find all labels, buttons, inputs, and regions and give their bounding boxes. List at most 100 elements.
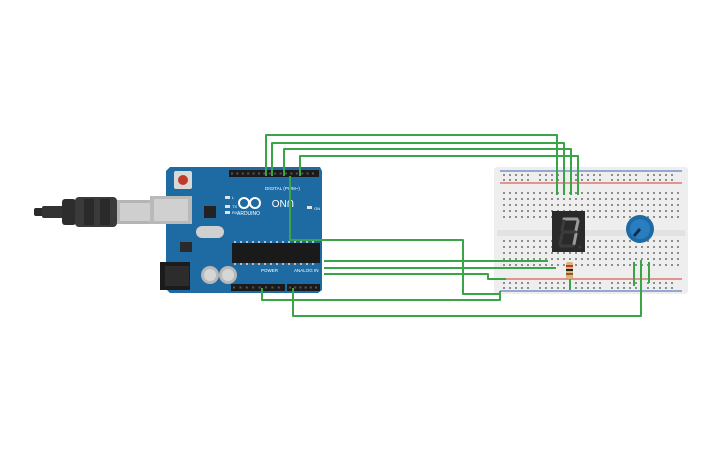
breadboard-hole bbox=[611, 246, 613, 248]
breadboard-hole bbox=[545, 246, 547, 248]
arduino-board[interactable]: ARDUINO UNO ON L TX RX DIGITAL (PWM~) PO… bbox=[150, 167, 322, 293]
breadboard-hole bbox=[665, 198, 667, 200]
rail-hole bbox=[599, 287, 601, 289]
breadboard-hole bbox=[647, 246, 649, 248]
rail-hole bbox=[521, 179, 523, 181]
rail-hole bbox=[581, 174, 583, 176]
breadboard-hole bbox=[611, 252, 613, 254]
breadboard-hole bbox=[665, 192, 667, 194]
breadboard-hole bbox=[605, 264, 607, 266]
breadboard-hole bbox=[539, 246, 541, 248]
header-pin bbox=[252, 286, 255, 289]
breadboard-hole bbox=[659, 252, 661, 254]
breadboard-hole bbox=[617, 264, 619, 266]
breadboard-hole bbox=[509, 210, 511, 212]
breadboard-hole bbox=[575, 204, 577, 206]
breadboard-hole bbox=[515, 216, 517, 218]
rail-hole bbox=[635, 282, 637, 284]
breadboard-hole bbox=[599, 192, 601, 194]
breadboard-hole bbox=[623, 216, 625, 218]
breadboard-hole bbox=[611, 210, 613, 212]
breadboard-hole bbox=[569, 258, 571, 260]
reset-button-icon[interactable] bbox=[174, 171, 192, 189]
chip-pin bbox=[294, 241, 296, 243]
breadboard-hole bbox=[653, 210, 655, 212]
rail-hole bbox=[521, 282, 523, 284]
breadboard-hole bbox=[659, 210, 661, 212]
breadboard-hole bbox=[575, 198, 577, 200]
breadboard-hole bbox=[641, 210, 643, 212]
wire bbox=[289, 176, 500, 295]
breadboard-hole bbox=[509, 246, 511, 248]
header-pin bbox=[315, 286, 317, 289]
resistor[interactable] bbox=[566, 262, 573, 279]
rail-hole bbox=[515, 174, 517, 176]
usb-chip bbox=[204, 206, 216, 218]
breadboard-hole bbox=[599, 258, 601, 260]
breadboard-hole bbox=[659, 246, 661, 248]
breadboard-hole bbox=[605, 210, 607, 212]
breadboard-hole bbox=[587, 264, 589, 266]
rail-hole bbox=[599, 282, 601, 284]
breadboard-hole bbox=[587, 198, 589, 200]
rail-hole bbox=[587, 287, 589, 289]
breadboard-hole bbox=[671, 258, 673, 260]
header-pin bbox=[290, 172, 293, 175]
rail-hole bbox=[629, 179, 631, 181]
rail-hole bbox=[653, 287, 655, 289]
breadboard-hole bbox=[635, 192, 637, 194]
analog-header[interactable] bbox=[287, 284, 320, 291]
rail-hole bbox=[581, 282, 583, 284]
breadboard-hole bbox=[503, 210, 505, 212]
potentiometer-icon[interactable] bbox=[626, 215, 654, 243]
breadboard-hole bbox=[503, 192, 505, 194]
breadboard-hole bbox=[521, 264, 523, 266]
breadboard-hole bbox=[641, 192, 643, 194]
header-pin bbox=[245, 286, 248, 289]
breadboard-hole bbox=[605, 246, 607, 248]
breadboard-hole bbox=[665, 252, 667, 254]
rx-label: RX bbox=[232, 210, 238, 215]
breadboard-hole bbox=[605, 240, 607, 242]
header-pin bbox=[277, 286, 280, 289]
breadboard-hole bbox=[527, 246, 529, 248]
breadboard-hole bbox=[611, 258, 613, 260]
breadboard-hole bbox=[599, 252, 601, 254]
header-pin bbox=[231, 172, 233, 175]
breadboard-hole bbox=[611, 240, 613, 242]
breadboard-hole bbox=[653, 252, 655, 254]
chip-pin bbox=[270, 263, 272, 265]
rail-hole bbox=[659, 287, 661, 289]
wire bbox=[324, 273, 506, 280]
breadboard-hole bbox=[623, 210, 625, 212]
breadboard-hole bbox=[551, 252, 553, 254]
breadboard-hole bbox=[659, 240, 661, 242]
on-led bbox=[307, 206, 312, 209]
rail-hole bbox=[539, 174, 541, 176]
breadboard-hole bbox=[593, 240, 595, 242]
breadboard-hole bbox=[521, 240, 523, 242]
breadboard-hole bbox=[659, 198, 661, 200]
header-pin bbox=[301, 172, 304, 175]
power-header[interactable] bbox=[231, 284, 285, 291]
seven-segment-display[interactable]: 7 bbox=[0, 0, 585, 252]
breadboard-hole bbox=[503, 252, 505, 254]
breadboard-hole bbox=[677, 240, 679, 242]
breadboard-hole bbox=[623, 264, 625, 266]
breadboard-hole bbox=[545, 198, 547, 200]
breadboard[interactable] bbox=[494, 167, 688, 294]
breadboard-hole bbox=[653, 192, 655, 194]
breadboard-hole bbox=[503, 240, 505, 242]
digital-header[interactable] bbox=[229, 170, 319, 177]
usb-cable-icon[interactable] bbox=[34, 197, 153, 227]
breadboard-hole bbox=[635, 252, 637, 254]
chip-pin bbox=[306, 241, 308, 243]
breadboard-hole bbox=[605, 204, 607, 206]
breadboard-hole bbox=[533, 240, 535, 242]
breadboard-hole bbox=[515, 198, 517, 200]
breadboard-hole bbox=[527, 198, 529, 200]
rail-hole bbox=[509, 287, 511, 289]
breadboard-hole bbox=[653, 198, 655, 200]
wire bbox=[271, 142, 565, 195]
